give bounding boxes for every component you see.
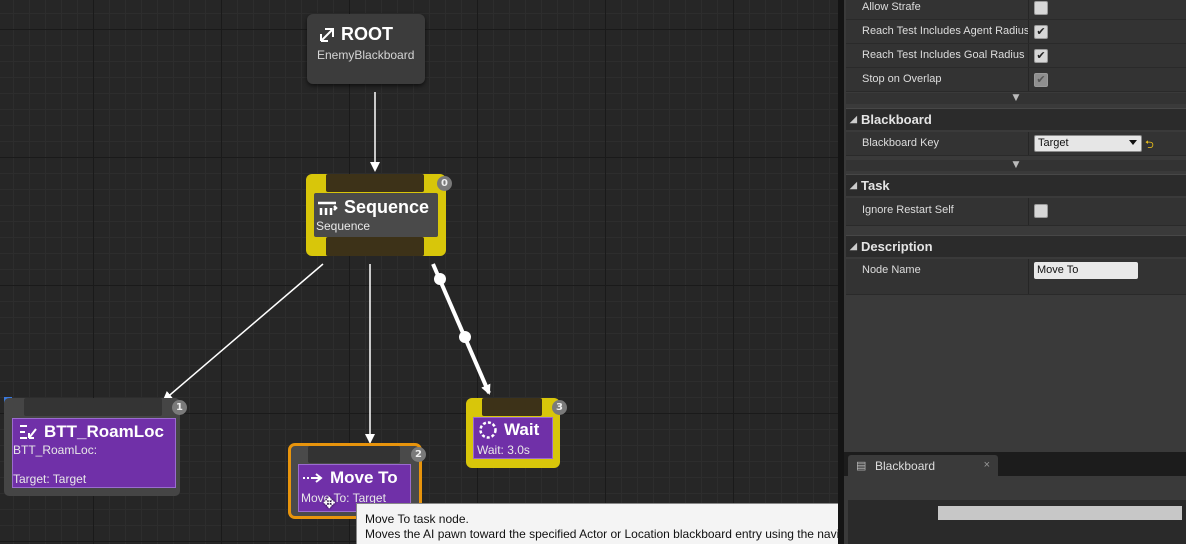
- ignore-restart-self-checkbox[interactable]: [1034, 204, 1048, 218]
- property-row-reach-agent-radius: Reach Test Includes Agent Radius ✔: [846, 20, 1186, 44]
- property-row-node-name: Node Name Move To: [846, 259, 1186, 295]
- execution-index-badge: 2: [411, 447, 426, 462]
- section-header-blackboard[interactable]: ◢ Blackboard: [846, 108, 1186, 130]
- moveto-title-text: Move To: [330, 468, 398, 487]
- wait-subtitle: Wait: 3.0s: [477, 443, 530, 457]
- task-node-wait[interactable]: 3 Wait Wait: 3.0s: [466, 398, 567, 468]
- roamloc-target: Target: Target: [13, 472, 87, 486]
- input-pin[interactable]: [326, 174, 424, 192]
- roamloc-subtitle: BTT_RoamLoc:: [13, 443, 98, 457]
- property-label: Reach Test Includes Goal Radius: [862, 49, 1025, 61]
- wire-bubble: [434, 273, 446, 285]
- allow-strafe-checkbox[interactable]: [1034, 1, 1048, 15]
- input-pin[interactable]: [308, 446, 400, 463]
- chevron-down-icon: [1129, 140, 1137, 145]
- sequence-body: [314, 193, 438, 237]
- sequence-title: Sequence: [316, 197, 429, 218]
- sequence-icon: [318, 201, 338, 215]
- sequence-title-text: Sequence: [344, 197, 430, 217]
- section-header-description[interactable]: ◢ Description: [846, 235, 1186, 257]
- output-pin[interactable]: [326, 237, 424, 256]
- wire-sequence-roamloc: [162, 263, 324, 402]
- collapse-arrow-icon: ◢: [850, 180, 857, 190]
- tooltip-title: Move To task node.: [365, 512, 469, 526]
- advanced-expander-icon[interactable]: ▼: [846, 160, 1186, 171]
- input-pin[interactable]: [482, 398, 542, 416]
- execution-index-badge: 3: [552, 400, 567, 415]
- property-label: Stop on Overlap: [862, 73, 942, 85]
- stop-on-overlap-checkbox[interactable]: ✔: [1034, 73, 1048, 87]
- property-label: Node Name: [862, 264, 921, 276]
- root-node[interactable]: ROOT EnemyBlackboard: [307, 14, 425, 84]
- blackboard-icon: ▤: [856, 460, 867, 472]
- property-row-reach-goal-radius: Reach Test Includes Goal Radius ✔: [846, 44, 1186, 68]
- section-header-task[interactable]: ◢ Task: [846, 174, 1186, 196]
- property-label: Ignore Restart Self: [862, 204, 954, 216]
- wait-title-text: Wait: [504, 420, 540, 439]
- property-label: Reach Test Includes Agent Radius: [862, 25, 1028, 37]
- roamloc-title-text: BTT_RoamLoc: [44, 422, 164, 441]
- node-name-input[interactable]: Move To: [1034, 262, 1138, 279]
- root-arrow-icon: [320, 27, 334, 42]
- move-cursor-icon: ✥: [323, 494, 336, 512]
- advanced-expander-icon[interactable]: ▼: [846, 93, 1186, 104]
- reach-agent-radius-checkbox[interactable]: ✔: [1034, 25, 1048, 39]
- details-panel: Allow Strafe Reach Test Includes Agent R…: [844, 0, 1186, 544]
- roamloc-title: BTT_RoamLoc: [18, 422, 164, 442]
- hourglass-icon: [479, 421, 497, 439]
- property-row-blackboard-key: Blackboard Key Target ⮌: [846, 132, 1186, 156]
- collapse-arrow-icon: ◢: [850, 241, 857, 251]
- property-label: Allow Strafe: [862, 1, 921, 13]
- blackboard-panel: [844, 476, 1186, 544]
- task-node-roamloc[interactable]: 1 BTT_RoamLoc BTT_RoamLoc: Target: Targe…: [4, 398, 187, 496]
- reset-to-default-icon[interactable]: ⮌: [1145, 139, 1154, 151]
- root-title: ROOT: [319, 24, 393, 45]
- wire-bubble: [459, 331, 471, 343]
- moveto-subtitle: Move To: Target: [301, 491, 386, 505]
- wait-title: Wait: [478, 420, 539, 440]
- wire-sequence-wait: [431, 263, 491, 395]
- blueprint-task-icon: [20, 425, 37, 439]
- task-node-moveto[interactable]: 2 Move To Move To: Target: [288, 443, 426, 519]
- reach-goal-radius-checkbox[interactable]: ✔: [1034, 49, 1048, 63]
- execution-index-badge: 0: [437, 176, 452, 191]
- connection-wires: [162, 92, 491, 444]
- tooltip-description: Moves the AI pawn toward the specified A…: [365, 527, 917, 541]
- property-label: Blackboard Key: [862, 137, 940, 149]
- behavior-tree-graph[interactable]: ROOT EnemyBlackboard 0 Sequence Sequence…: [0, 0, 838, 544]
- blackboard-search-bar[interactable]: [938, 506, 1182, 520]
- collapse-arrow-icon: ◢: [850, 114, 857, 124]
- blackboard-tab[interactable]: ▤ Blackboard ×: [848, 455, 998, 476]
- sequence-subtitle: Sequence: [316, 219, 371, 233]
- property-row-ignore-restart-self: Ignore Restart Self: [846, 198, 1186, 226]
- move-arrow-icon: [303, 473, 323, 483]
- property-row-stop-on-overlap: Stop on Overlap ✔: [846, 68, 1186, 92]
- root-title-text: ROOT: [341, 24, 393, 44]
- blackboard-key-dropdown[interactable]: Target: [1034, 135, 1142, 152]
- input-pin[interactable]: [24, 398, 162, 416]
- close-tab-icon[interactable]: ×: [983, 459, 990, 471]
- panel-splitter[interactable]: [838, 0, 844, 544]
- sequence-node[interactable]: 0 Sequence Sequence: [306, 174, 452, 256]
- root-subtitle: EnemyBlackboard: [317, 48, 415, 62]
- property-row-allow-strafe: Allow Strafe: [846, 0, 1186, 20]
- blackboard-tab-strip: ▤ Blackboard ×: [844, 452, 1186, 476]
- moveto-title: Move To: [302, 468, 398, 488]
- node-body: [12, 418, 176, 488]
- node-body: [473, 417, 553, 459]
- execution-index-badge: 1: [172, 400, 187, 415]
